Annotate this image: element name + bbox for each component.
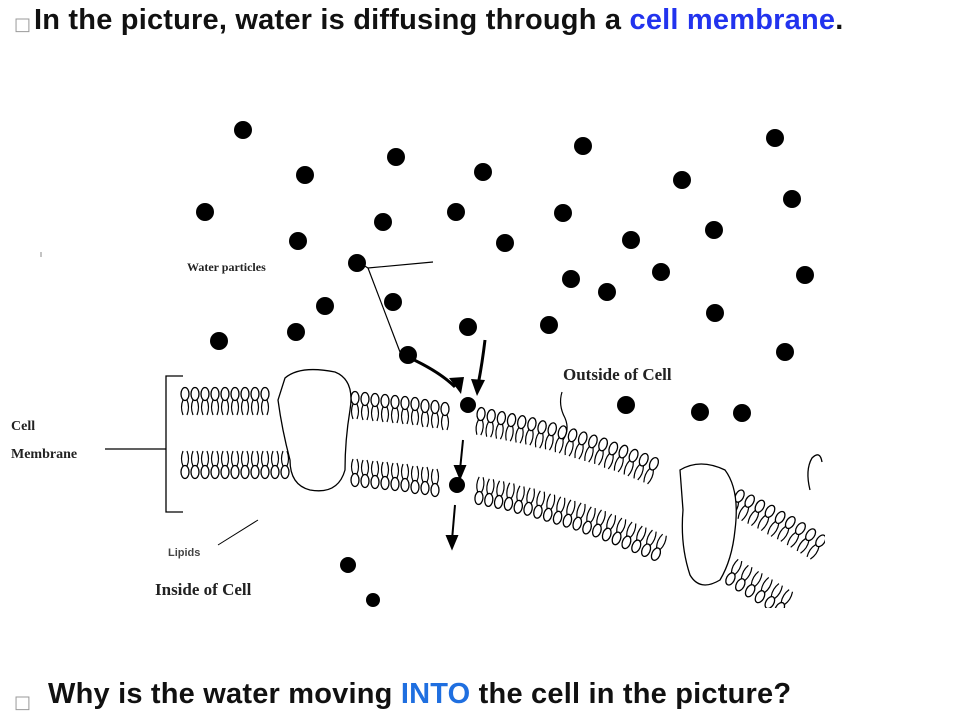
question-highlight-into: INTO — [400, 678, 471, 710]
outside-squiggle — [807, 454, 823, 491]
lipid-bilayer — [180, 368, 825, 608]
diffusion-arrows — [445, 439, 467, 551]
water-particle-entering — [460, 397, 476, 413]
heading-diffusion: In the picture, water is diffusing throu… — [34, 4, 843, 37]
outside-pointer — [559, 391, 568, 441]
label-membrane: Membrane — [11, 447, 77, 462]
heading-highlight-cell-membrane: cell membrane — [629, 4, 836, 36]
bullet-icon: □ — [14, 692, 32, 713]
membrane-bracket — [105, 375, 183, 513]
water-particle-inside-membrane — [449, 477, 465, 493]
label-lipids: Lipids — [168, 547, 200, 559]
water-particles — [196, 121, 814, 607]
label-water-particles: Water particles — [187, 260, 266, 274]
membrane-protein-right — [679, 463, 737, 586]
question-water-into-cell: Why is the water moving INTO the cell in… — [48, 678, 791, 711]
membrane-protein-left — [277, 368, 352, 492]
water-motion-arrowheads — [449, 377, 485, 396]
label-inside-cell: Inside of Cell — [155, 580, 252, 599]
heading-text-after: . — [835, 4, 844, 36]
label-outside-cell: Outside of Cell — [563, 365, 672, 384]
lipids-pointer — [217, 519, 259, 546]
heading-text-before: In the picture, water is diffusing throu… — [34, 4, 630, 36]
question-text-before: Why is the water moving — [48, 678, 401, 710]
question-text-after: the cell in the picture? — [470, 678, 792, 710]
water-label-pointer — [354, 259, 434, 353]
bullet-icon: □ — [14, 14, 32, 35]
label-cell: Cell — [11, 419, 35, 434]
